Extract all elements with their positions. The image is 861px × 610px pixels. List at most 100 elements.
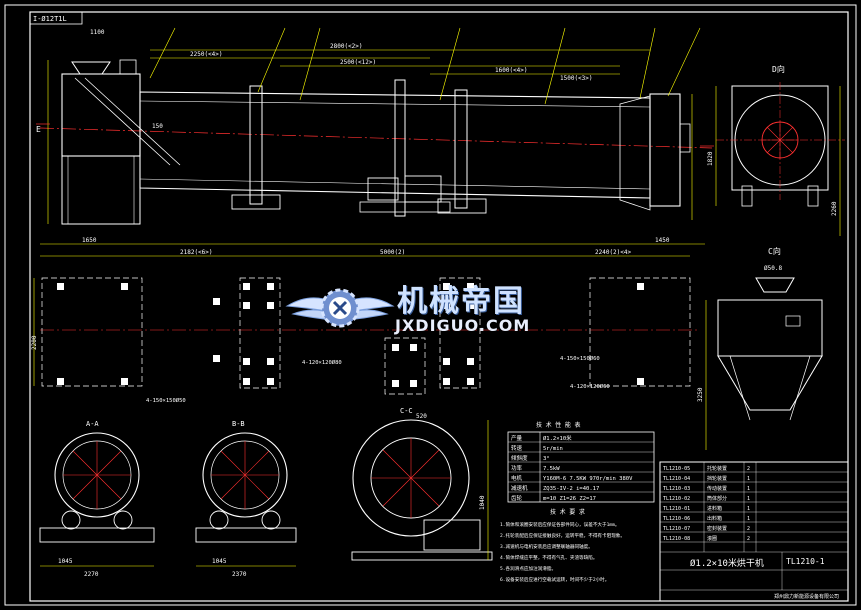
tech-table-rows-lines	[508, 441, 654, 493]
tech-row-val: Y160M-6 7.5KW 970r/min 380V	[543, 476, 633, 482]
tb-code: TL1210-08	[663, 536, 690, 542]
tb-code: TL1210-04	[663, 476, 690, 482]
tb-qty: 1	[747, 516, 750, 522]
centerline	[39, 127, 713, 149]
notes-title: 技 术 要 求	[550, 508, 585, 516]
cc-lifters	[371, 438, 451, 518]
tech-row-val: 5r/min	[543, 446, 563, 452]
tech-row-key: 减速机	[511, 484, 528, 492]
tb-qty: 1	[747, 486, 750, 492]
corner-label-box	[29, 11, 83, 25]
leader-lines	[149, 27, 701, 105]
watermark-url: JXDIGUO.COM	[395, 316, 531, 335]
plan-w1: 4-150×150Ø50	[146, 397, 186, 404]
aa-w2: 2270	[84, 571, 99, 578]
flue-outlet	[119, 59, 137, 75]
tb-qty: 2	[747, 466, 750, 472]
watermark-title: 机械帝国	[397, 284, 525, 319]
section-e-mark: E	[36, 125, 41, 134]
c-view-flange	[785, 315, 801, 327]
aa-label: A-A	[86, 420, 99, 428]
dim-left-150: 150	[152, 123, 163, 130]
tech-row-key: 转速	[511, 444, 523, 452]
d-view-leg	[741, 185, 753, 207]
tech-row-val: Ø1.2×10米	[543, 434, 572, 442]
tech-row-val: 7.5kW	[543, 466, 560, 472]
tb-qty: 2	[747, 526, 750, 532]
tech-table-frame	[507, 431, 655, 503]
feed-hopper	[71, 61, 111, 75]
bb-base	[195, 527, 297, 543]
girth-gear	[394, 79, 406, 217]
dim-top-a: 2250(<4>)	[190, 51, 223, 58]
section-bb: B-B 1045 2370	[195, 420, 297, 578]
tb-drawing-no: TL1210-1	[786, 557, 825, 566]
reducer	[404, 175, 442, 203]
tech-row-key: 齿轮	[511, 494, 523, 502]
tb-drawing-name: Ø1.2×10米烘干机	[690, 557, 764, 569]
feed-box	[61, 73, 141, 157]
riding-ring-right	[454, 89, 468, 209]
d-view-h2: 2260	[831, 201, 838, 216]
c-view-label: C向	[768, 246, 781, 256]
bb-w1: 1045	[212, 558, 227, 565]
cc-label: C-C	[400, 407, 413, 415]
riding-ring-left	[249, 85, 263, 205]
section-aa: A-A 1045 2270	[39, 420, 155, 578]
tb-part: 进料箱	[707, 505, 722, 512]
tech-row-val: 3°	[543, 456, 550, 462]
cc-base	[351, 551, 493, 561]
bb-label: B-B	[232, 420, 245, 428]
plan-w2: 4-120×120Ø80	[302, 359, 342, 366]
dim-bot-1450: 1450	[655, 237, 670, 244]
c-view-bottom	[717, 355, 823, 411]
dim-top-b: 2500(<12>)	[340, 59, 376, 66]
tb-qty: 1	[747, 476, 750, 482]
discharge-outlet	[679, 123, 691, 153]
note-line: 5.各润滑点应加注润滑脂。	[500, 565, 556, 572]
c-view-hopper	[755, 277, 795, 293]
tb-qty: 1	[747, 496, 750, 502]
frame-border	[29, 11, 849, 602]
c-view-w: Ø50.8	[764, 265, 782, 272]
plan-w3: 4-150×150Ø60	[560, 355, 600, 362]
plan-w4: 4-120×120Ø60	[570, 383, 610, 390]
tb-part: 密封装置	[707, 525, 727, 532]
feed-box-stand	[61, 155, 141, 225]
title-block-frame	[659, 461, 849, 602]
tech-notes: 技 术 要 求 1.筒体和滚圈安装后应保证各部件同心，误差不大于1mm。 2.托…	[500, 508, 625, 583]
bb-roller-left	[209, 510, 229, 530]
tech-row-key: 倾斜度	[511, 454, 528, 462]
aa-shell	[54, 432, 140, 518]
dim-bot-5000: 5000(2)	[380, 249, 405, 256]
tb-code: TL1210-06	[663, 516, 690, 522]
foundation-plan: 2200 4-150×150Ø50 4-120×120Ø80 4-150×150…	[31, 277, 700, 404]
c-view-leg	[789, 355, 811, 421]
bb-shell	[202, 432, 288, 518]
note-line: 2.托轮装配后应保证接触良好，运转平稳，不得有卡阻现象。	[500, 532, 625, 539]
tb-part: 托轮装置	[707, 465, 727, 472]
bb-w2: 2370	[232, 571, 247, 578]
bb-roller-right	[261, 510, 281, 530]
c-view-box	[717, 299, 823, 357]
plan-discharge-foundation	[589, 277, 691, 387]
dim-bot-2240: 2240(2)<4>	[595, 249, 632, 256]
c-view-leg	[729, 355, 751, 421]
plan-support-1	[239, 277, 281, 389]
tech-table: 技 术 性 能 表 产量 Ø1.2×10米 转速 5r/min 倾斜度 3° 功…	[507, 421, 655, 503]
dim-left-1100: 1100	[90, 29, 105, 36]
bb-lifters	[211, 441, 279, 509]
dim-bot-2182: 2182(<6>)	[180, 249, 213, 256]
c-view-h: 3250	[697, 387, 704, 402]
plan-h: 2200	[31, 335, 38, 350]
section-cc: C-C 520 1040	[351, 407, 493, 561]
d-view-label: D向	[772, 64, 785, 74]
dim-bot-1650: 1650	[82, 237, 97, 244]
aa-lifters	[63, 441, 131, 509]
cc-gear	[352, 419, 470, 537]
dim-top-total: 2800(<2>)	[330, 43, 363, 50]
aa-w1: 1045	[58, 558, 73, 565]
title-block-rows: TL1210-05 托轮装置 2 TL1210-04 挡轮装置 1 TL1210…	[663, 465, 750, 542]
dim-top-d: 1500(<3>)	[560, 75, 593, 82]
